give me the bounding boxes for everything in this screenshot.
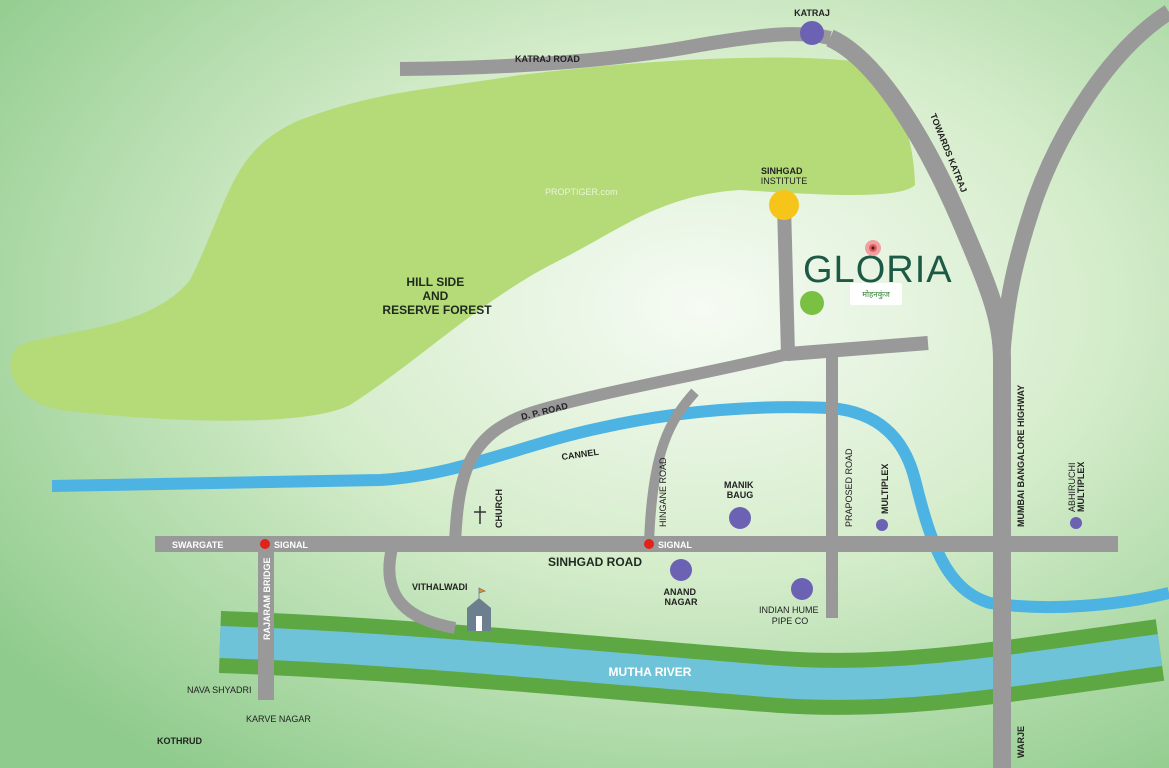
indian-hume-label: INDIAN HUME PIPE CO (759, 605, 821, 626)
signal-marker-1 (260, 539, 270, 549)
abhiruchi-label: ABHIRUCHI MULTIPLEX (1062, 458, 1086, 512)
anand-nagar-label: ANAND NAGAR (663, 587, 698, 607)
hingane-road-label: HINGANE ROAD (658, 457, 668, 527)
sinhgad-institute-label: SINHGAD INSTITUTE (761, 161, 808, 186)
kothrud-label: KOTHRUD (157, 736, 202, 746)
manik-baug-label: MANIK BAUG (724, 480, 756, 500)
rajaram-bridge-label: RAJARAM BRIDGE (262, 557, 272, 640)
highway-branch (994, 5, 1169, 361)
vithalwadi-road (383, 546, 457, 634)
katraj-road-label: KATRAJ ROAD (515, 54, 580, 64)
indian-hume-marker (791, 578, 813, 600)
signal-label-1: SIGNAL (274, 540, 309, 550)
katraj-marker (800, 21, 824, 45)
hingane-road (644, 388, 699, 545)
praposed-road-label: PRAPOSED ROAD (844, 448, 854, 527)
karve-nagar-label: KARVE NAGAR (246, 714, 311, 724)
nava-shyadri-label: NAVA SHYADRI (187, 685, 252, 695)
multiplex-label: MULTIPLEX (880, 464, 890, 514)
watermark: PROPTIGER.com (545, 187, 618, 197)
highway-label: MUMBAI BANGALORE HIGHWAY (1016, 385, 1026, 527)
reserve-forest-area (10, 57, 916, 421)
svg-text:मोहनकुंज: मोहनकुंज (862, 289, 891, 300)
church-label: CHURCH (494, 489, 504, 528)
gloria-logo: GLORIA मोहनकुंज (803, 240, 952, 305)
dp-road (449, 348, 790, 545)
anand-nagar-marker (670, 559, 692, 581)
roads (155, 5, 1169, 768)
signal-marker-2 (644, 539, 654, 549)
sinhgad-institute-marker (769, 190, 799, 220)
manik-baug-marker (729, 507, 751, 529)
forest-label: HILL SIDE AND RESERVE FOREST (382, 275, 492, 317)
warje-label: WARJE (1016, 726, 1026, 758)
katraj-road (399, 27, 832, 76)
swargate-label: SWARGATE (172, 540, 223, 550)
temple-icon (467, 587, 491, 631)
signal-label-2: SIGNAL (658, 540, 693, 550)
flower-icon (865, 240, 881, 256)
multiplex-marker (876, 519, 888, 531)
abhiruchi-marker (1070, 517, 1082, 529)
river-label: MUTHA RIVER (609, 665, 692, 679)
cross-icon (474, 506, 486, 524)
sinhgad-road-label: SINHGAD ROAD (548, 555, 642, 569)
katraj-label: KATRAJ (794, 8, 830, 18)
vithalwadi-label: VITHALWADI (412, 582, 468, 592)
project-location-marker (800, 291, 824, 315)
